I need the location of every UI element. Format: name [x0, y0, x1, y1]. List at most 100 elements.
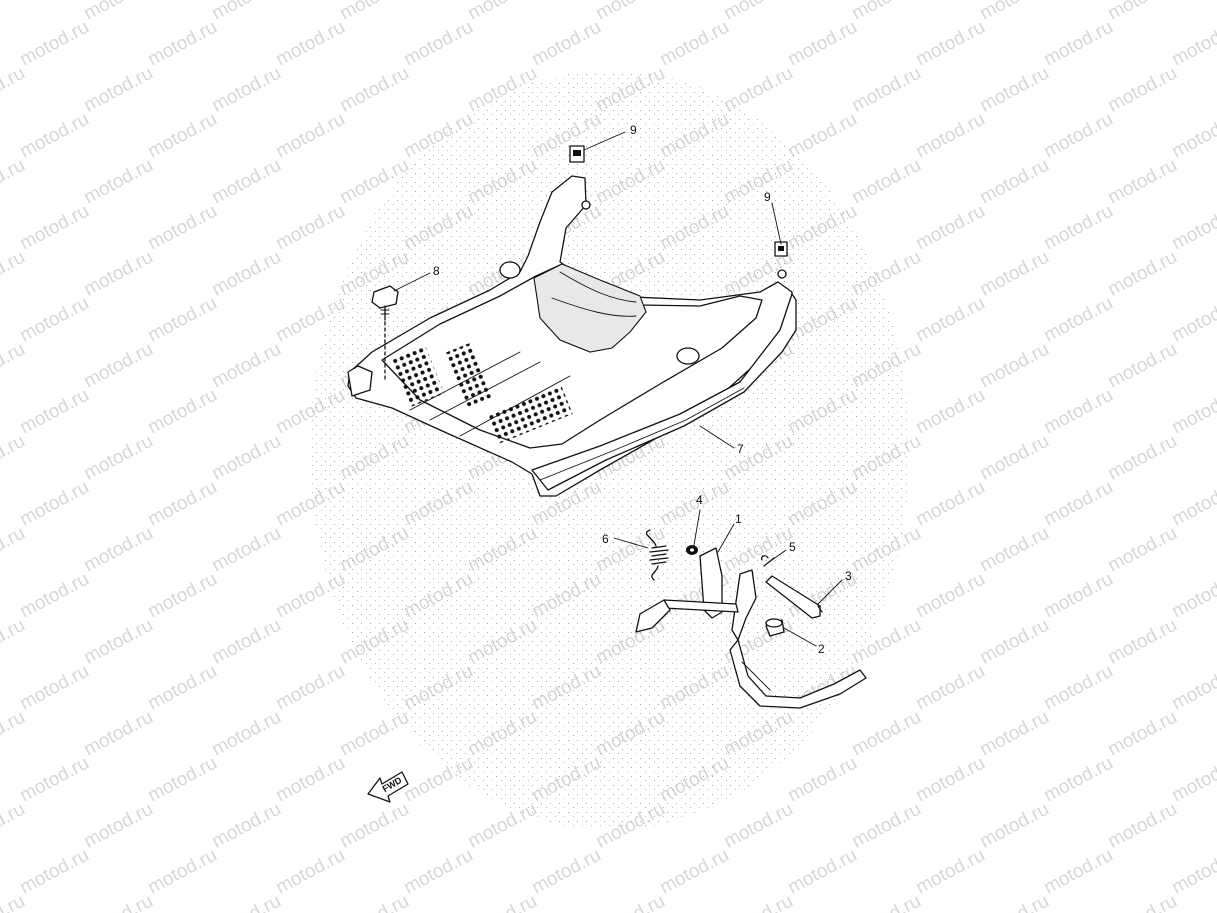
- watermark-text: motod.ru: [1168, 293, 1217, 347]
- watermark-text: motod.ru: [464, 891, 540, 913]
- watermark-text: motod.ru: [336, 707, 412, 761]
- watermark-text: motod.ru: [400, 845, 476, 899]
- watermark-text: motod.ru: [976, 523, 1052, 577]
- watermark-text: motod.ru: [1168, 661, 1217, 715]
- callout-6: 6: [602, 532, 609, 546]
- watermark-text: motod.ru: [976, 707, 1052, 761]
- spring: [645, 529, 669, 581]
- watermark-text: motod.ru: [272, 201, 348, 255]
- watermark-text: motod.ru: [80, 0, 156, 24]
- watermark-text: motod.ru: [784, 109, 860, 163]
- watermark-text: motod.ru: [1104, 615, 1180, 669]
- watermark-text: motod.ru: [912, 201, 988, 255]
- watermark-text: motod.ru: [208, 247, 284, 301]
- watermark-text: motod.ru: [1040, 753, 1116, 807]
- watermark-text: motod.ru: [1104, 63, 1180, 117]
- watermark-text: motod.ru: [848, 63, 924, 117]
- watermark-text: motod.ru: [16, 293, 92, 347]
- watermark-text: motod.ru: [592, 0, 668, 24]
- watermark-text: motod.ru: [16, 477, 92, 531]
- watermark-text: motod.ru: [0, 431, 29, 485]
- watermark-text: motod.ru: [848, 155, 924, 209]
- watermark-text: motod.ru: [912, 569, 988, 623]
- watermark-text: motod.ru: [80, 155, 156, 209]
- watermark-text: motod.ru: [528, 17, 604, 71]
- watermark-text: motod.ru: [1104, 247, 1180, 301]
- watermark-text: motod.ru: [1168, 109, 1217, 163]
- watermark-text: motod.ru: [912, 661, 988, 715]
- watermark-text: motod.ru: [0, 707, 29, 761]
- watermark-text: motod.ru: [784, 17, 860, 71]
- watermark-text: motod.ru: [144, 569, 220, 623]
- watermark-text: motod.ru: [16, 753, 92, 807]
- watermark-text: motod.ru: [80, 63, 156, 117]
- watermark-text: motod.ru: [0, 63, 29, 117]
- watermark-text: motod.ru: [0, 891, 29, 913]
- watermark-text: motod.ru: [912, 845, 988, 899]
- watermark-text: motod.ru: [80, 339, 156, 393]
- watermark-text: motod.ru: [1040, 17, 1116, 71]
- watermark-text: motod.ru: [208, 339, 284, 393]
- watermark-text: motod.ru: [208, 891, 284, 913]
- watermark-text: motod.ru: [1040, 385, 1116, 439]
- watermark-text: motod.ru: [16, 569, 92, 623]
- watermark-text: motod.ru: [0, 523, 29, 577]
- watermark-text: motod.ru: [0, 799, 29, 853]
- watermark-text: motod.ru: [1168, 845, 1217, 899]
- watermark-text: motod.ru: [336, 0, 412, 24]
- watermark-text: motod.ru: [336, 799, 412, 853]
- watermark-text: motod.ru: [464, 0, 540, 24]
- leader-lines: [393, 131, 843, 647]
- watermark-text: motod.ru: [1168, 569, 1217, 623]
- watermark-text: motod.ru: [1040, 201, 1116, 255]
- watermark-text: motod.ru: [848, 799, 924, 853]
- watermark-text: motod.ru: [144, 201, 220, 255]
- watermark-text: motod.ru: [144, 477, 220, 531]
- watermark-text: motod.ru: [208, 431, 284, 485]
- watermark-text: motod.ru: [80, 431, 156, 485]
- watermark-text: motod.ru: [80, 615, 156, 669]
- watermark-text: motod.ru: [784, 845, 860, 899]
- floor-panel: [347, 175, 797, 497]
- watermark-text: motod.ru: [656, 17, 732, 71]
- watermark-text: motod.ru: [80, 523, 156, 577]
- watermark-text: motod.ru: [1104, 799, 1180, 853]
- watermark-text: motod.ru: [976, 431, 1052, 485]
- callout-2: 2: [818, 642, 825, 656]
- shaft: [765, 575, 823, 619]
- callout-1: 1: [735, 512, 742, 526]
- watermark-text: motod.ru: [0, 615, 29, 669]
- watermark-text: motod.ru: [1104, 0, 1180, 24]
- watermark-text: motod.ru: [336, 63, 412, 117]
- watermark-text: motod.ru: [848, 0, 924, 24]
- watermark-text: motod.ru: [976, 155, 1052, 209]
- watermark-text: motod.ru: [144, 385, 220, 439]
- watermark-text: motod.ru: [464, 799, 540, 853]
- watermark-text: motod.ru: [144, 661, 220, 715]
- watermark-text: motod.ru: [272, 845, 348, 899]
- callout-9-left: 9: [630, 123, 637, 137]
- watermark-text: motod.ru: [720, 799, 796, 853]
- watermark-text: motod.ru: [1104, 431, 1180, 485]
- watermark-text: motod.ru: [1104, 891, 1180, 913]
- callout-7: 7: [737, 442, 744, 456]
- watermark-text: motod.ru: [1168, 17, 1217, 71]
- callouts: 9 9 8 7 6 4 1 5 3 2: [433, 123, 852, 656]
- stopper: [765, 618, 785, 637]
- watermark-text: motod.ru: [16, 385, 92, 439]
- watermark-text: motod.ru: [912, 385, 988, 439]
- watermark-text: motod.ru: [720, 891, 796, 913]
- main-stand: [635, 547, 867, 709]
- watermark-text: motod.ru: [80, 891, 156, 913]
- watermark-text: motod.ru: [208, 799, 284, 853]
- watermark-text: motod.ru: [528, 845, 604, 899]
- callout-8: 8: [433, 264, 440, 278]
- watermark-text: motod.ru: [208, 707, 284, 761]
- watermark-text: motod.ru: [912, 753, 988, 807]
- watermark-text: motod.ru: [16, 17, 92, 71]
- watermark-text: motod.ru: [656, 845, 732, 899]
- watermark-text: motod.ru: [976, 799, 1052, 853]
- watermark-text: motod.ru: [1040, 845, 1116, 899]
- watermark-text: motod.ru: [1040, 661, 1116, 715]
